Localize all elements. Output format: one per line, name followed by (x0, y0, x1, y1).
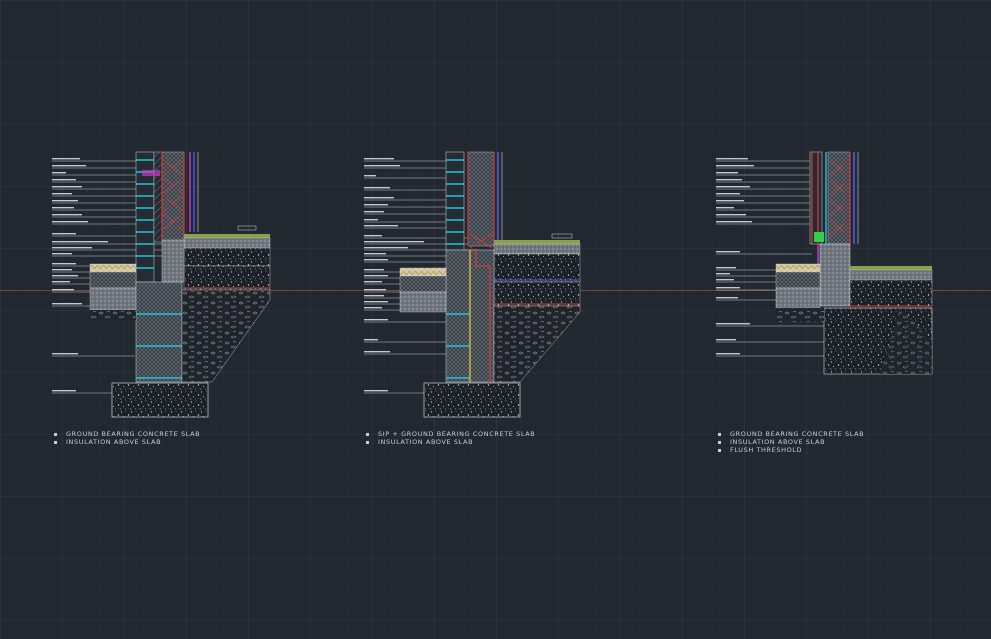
bullet-icon (366, 440, 369, 444)
detail-1-note-2: INSULATION ABOVE SLAB (54, 438, 200, 446)
detail-3-note-2: INSULATION ABOVE SLAB (718, 438, 864, 446)
detail-2-note-2: INSULATION ABOVE SLAB (366, 438, 535, 446)
detail-2-section (364, 151, 581, 418)
detail-3-section (716, 151, 933, 375)
detail-1-section (52, 151, 271, 418)
bullet-icon (718, 440, 721, 444)
detail-1-note-1: GROUND BEARING CONCRETE SLAB (54, 430, 200, 438)
detail-1-label-marks (52, 158, 108, 392)
detail-3-note-1: GROUND BEARING CONCRETE SLAB (718, 430, 864, 438)
detail-3-note-3: FLUSH THRESHOLD (718, 446, 864, 454)
bullet-icon (54, 440, 57, 444)
detail-2-note-1: SIP + GROUND BEARING CONCRETE SLAB (366, 430, 535, 438)
detail-2-notes: SIP + GROUND BEARING CONCRETE SLAB INSUL… (366, 430, 535, 446)
detail-3-notes: GROUND BEARING CONCRETE SLAB INSULATION … (718, 430, 864, 454)
bullet-icon (366, 432, 369, 436)
bullet-icon (718, 432, 721, 436)
bullet-icon (718, 448, 721, 452)
bullet-icon (54, 432, 57, 436)
detail-1-notes: GROUND BEARING CONCRETE SLAB INSULATION … (54, 430, 200, 446)
